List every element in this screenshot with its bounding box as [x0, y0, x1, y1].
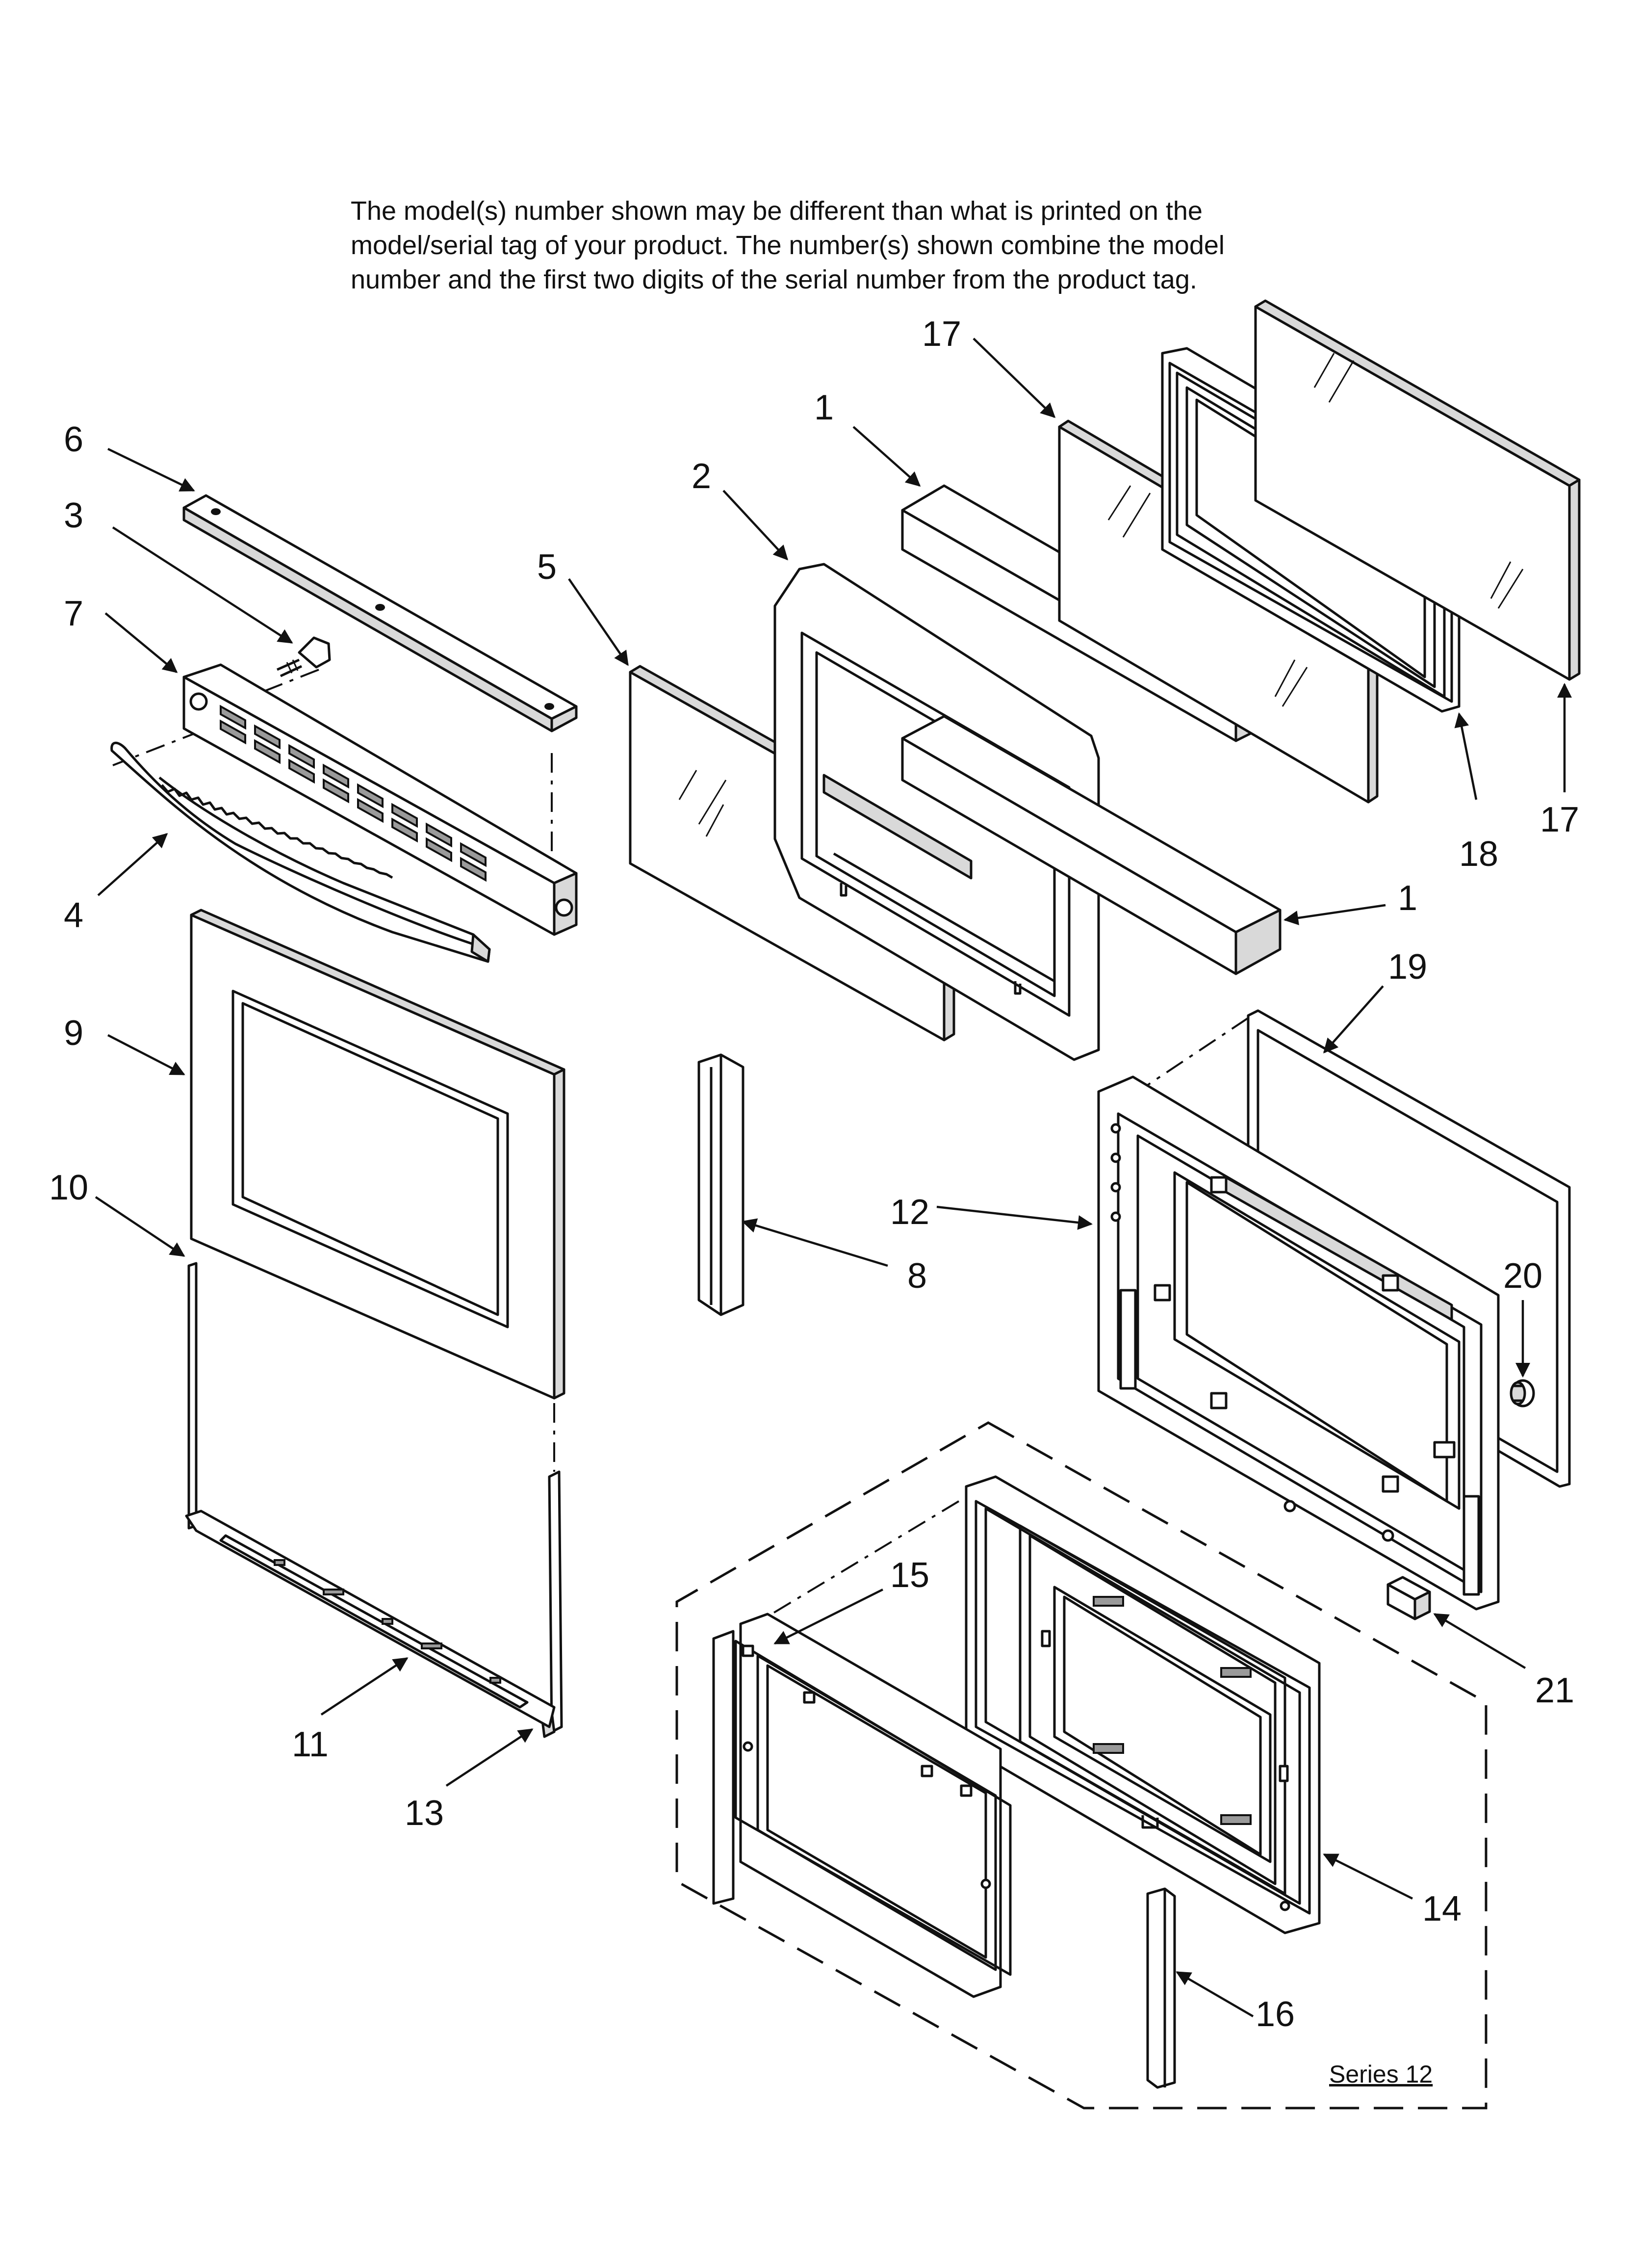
part-1-insulation-lower — [901, 715, 1282, 975]
callout-21: 21 — [1535, 1671, 1574, 1710]
notice-line-2: model/serial tag of your product. The nu… — [351, 231, 1225, 260]
callout-18: 18 — [1459, 834, 1498, 874]
part-13-right-rail — [540, 1470, 563, 1738]
part-8-door-channel — [697, 1053, 744, 1316]
notice-line-1: The model(s) number shown may be differe… — [351, 196, 1203, 226]
callout-19: 19 — [1388, 947, 1427, 987]
callout-2: 2 — [692, 457, 711, 496]
notice-line-3: number and the first two digits of the s… — [351, 265, 1197, 294]
part-17-outer-glass — [1254, 299, 1581, 681]
alignment-line — [767, 1500, 960, 1617]
callout-1-upper: 1 — [814, 388, 834, 427]
callout-17-lower: 17 — [1540, 800, 1579, 839]
callout-12: 12 — [890, 1193, 929, 1232]
part-20-door-clip — [1510, 1379, 1535, 1408]
callout-16: 16 — [1256, 1995, 1295, 2034]
series-label: Series 12 — [1329, 2060, 1433, 2088]
part-10-left-rail — [187, 1262, 198, 1530]
callout-11: 11 — [292, 1725, 329, 1764]
leader-lines — [95, 338, 1572, 2017]
callout-4: 4 — [64, 896, 83, 935]
callout-5: 5 — [537, 547, 557, 587]
part-11-bottom-bracket — [185, 1510, 556, 1728]
part-12-inner-door-frame — [1097, 1075, 1500, 1611]
part-3-screw — [276, 636, 331, 678]
callout-13: 13 — [405, 1794, 444, 1833]
callout-8: 8 — [907, 1256, 927, 1296]
callout-15: 15 — [890, 1556, 929, 1595]
callout-17-upper: 17 — [922, 314, 961, 354]
callout-10: 10 — [49, 1168, 88, 1207]
alignment-line — [1137, 1017, 1249, 1093]
part-15-glass-pack-frame — [712, 1613, 1012, 1998]
part-16-small-channel — [1146, 1887, 1176, 2089]
callout-1-lower: 1 — [1398, 879, 1417, 918]
callout-6: 6 — [64, 420, 83, 459]
part-4-door-handle — [110, 741, 491, 963]
callout-7: 7 — [64, 594, 83, 633]
part-14-door-frame-assembly — [965, 1475, 1321, 1934]
callout-14: 14 — [1422, 1889, 1462, 1929]
series-12-group-outline — [675, 1421, 1488, 2110]
part-9-outer-door-panel — [190, 909, 565, 1400]
callout-3: 3 — [64, 496, 83, 535]
alignment-line — [237, 669, 319, 703]
part-21-spacer-block — [1386, 1576, 1431, 1620]
callout-20: 20 — [1503, 1256, 1542, 1296]
part-7-vent-panel — [182, 663, 578, 936]
callout-labels: 6 3 7 5 2 1 17 4 1 18 17 19 9 10 12 8 20… — [49, 314, 1579, 2034]
model-number-notice: The model(s) number shown may be differe… — [351, 194, 1430, 297]
part-2-door-liner — [773, 563, 1100, 1061]
callout-9: 9 — [64, 1014, 83, 1053]
part-6-top-trim — [182, 494, 578, 732]
